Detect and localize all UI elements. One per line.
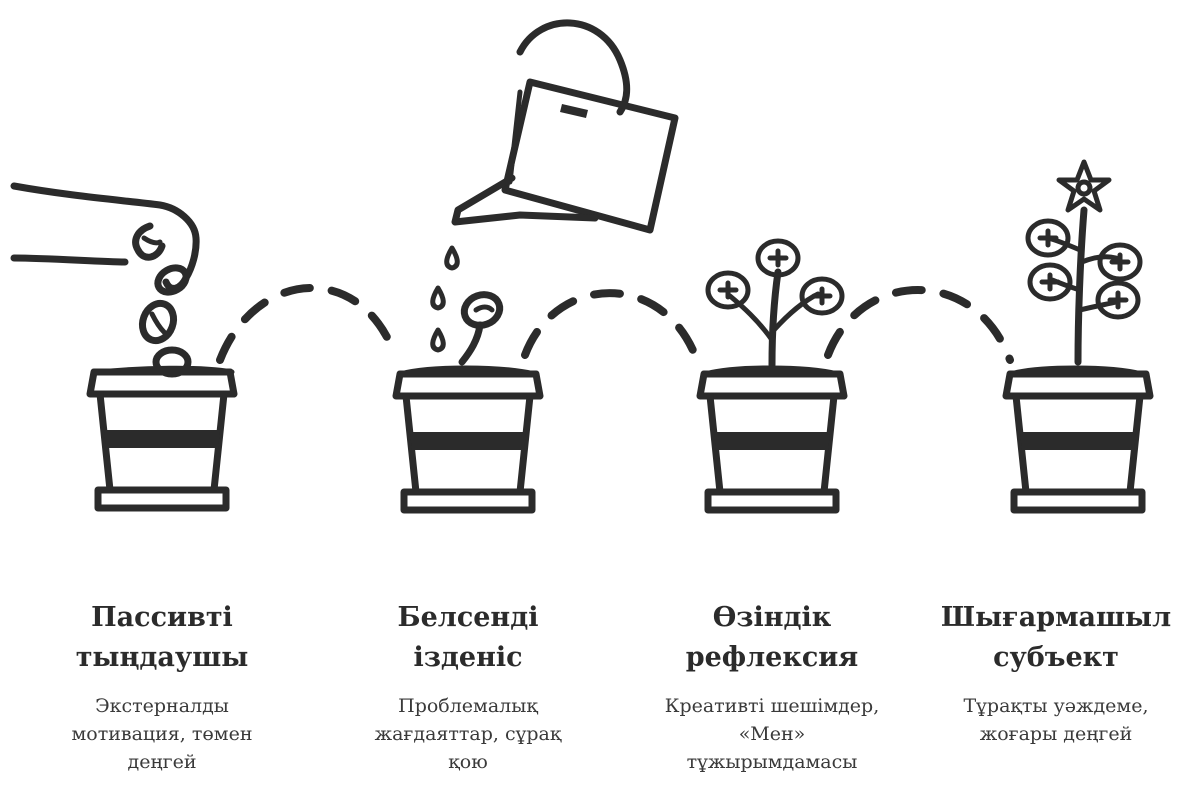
stage-title: Пассивті тыңдаушы <box>75 602 249 673</box>
stage-description: Экстерналды мотивация, төмен деңгей <box>71 695 253 773</box>
stage-description: Креативті шешімдер, «Мен» тұжырымдамасы <box>664 695 880 773</box>
flowering-plant-icon <box>1006 159 1150 510</box>
hand-seeds-icon <box>10 182 234 508</box>
stage-1: Пассивті тыңдаушы Экстерналды мотивация,… <box>22 598 302 776</box>
connector-arc-3 <box>824 286 1014 364</box>
stage-description: Проблемалық жағдаяттар, сұрақ қою <box>374 695 562 773</box>
growth-illustration <box>10 19 1197 560</box>
stage-4: Шығармашыл субъект Тұрақты уәждеме, жоға… <box>916 598 1196 748</box>
stage-title: Белсенді ізденіс <box>397 602 539 673</box>
watering-can-sprout-icon <box>396 19 679 510</box>
stage-2: Белсенді ізденіс Проблемалық жағдаяттар,… <box>328 598 608 776</box>
connector-arc-2 <box>521 289 699 359</box>
stage-3: Өзіндік рефлексия Креативті шешімдер, «М… <box>632 598 912 776</box>
stage-title: Өзіндік рефлексия <box>685 602 859 673</box>
connector-arc-1 <box>216 284 399 364</box>
young-plant-icon <box>700 241 844 510</box>
stage-title: Шығармашыл субъект <box>940 602 1172 673</box>
stage-description: Тұрақты уәждеме, жоғары деңгей <box>963 695 1149 745</box>
